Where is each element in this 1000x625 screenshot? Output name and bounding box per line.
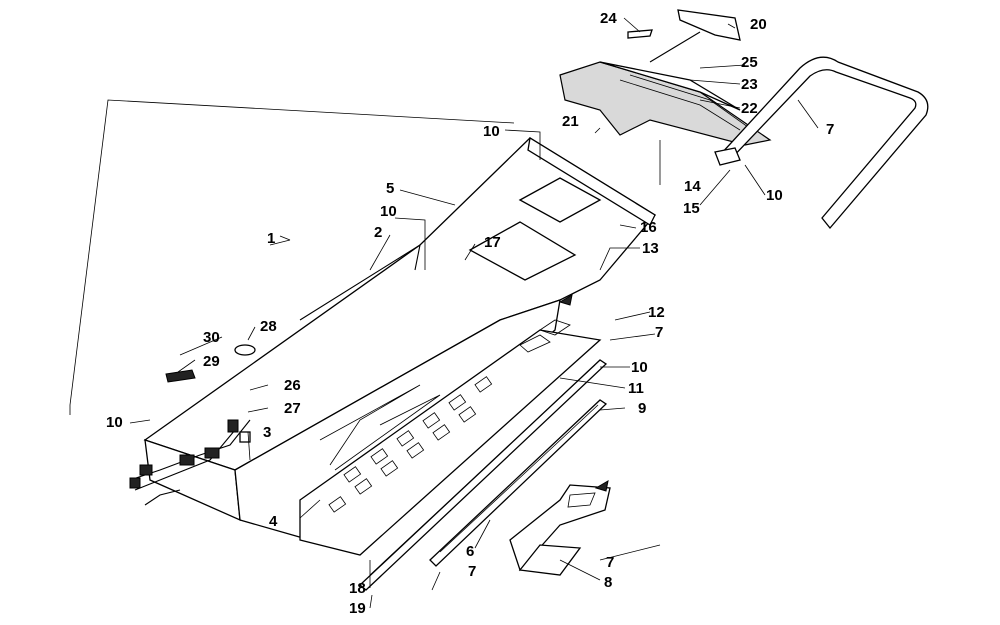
callout-14: 14 [684,178,701,195]
callout-7-rear: 7 [606,554,614,571]
callout-7-bottom: 7 [468,563,476,580]
callout-12: 12 [648,304,665,321]
callout-7-rail: 7 [655,324,663,341]
side-rails [359,359,608,591]
callout-16: 16 [640,219,657,236]
callout-8: 8 [604,574,612,591]
callout-7-grab-bar: 7 [826,121,834,138]
callout-15: 15 [683,200,700,217]
callout-20: 20 [750,16,767,33]
callout-3: 3 [263,424,271,441]
callout-10-top: 10 [483,123,500,140]
leader-lines [129,17,819,609]
callout-29: 29 [203,353,220,370]
callout-30: 30 [203,329,220,346]
assembly-bracket [69,99,515,415]
callout-21: 21 [562,113,579,130]
callout-26: 26 [284,377,301,394]
visor [627,9,741,63]
callout-11: 11 [628,380,644,397]
callout-24: 24 [600,10,617,27]
callout-1: 1 [267,230,275,247]
callout-17: 17 [484,234,501,251]
small-parts [165,344,256,383]
callout-28: 28 [260,318,277,335]
callout-19: 19 [349,600,366,617]
seat-console [559,61,772,146]
callout-10-rail: 10 [631,359,648,376]
rear-bracket [509,484,611,576]
callout-5: 5 [386,180,394,197]
arrow-markers [558,294,609,492]
callout-25: 25 [741,54,758,71]
callout-9: 9 [638,400,646,417]
callout-2: 2 [374,224,382,241]
callout-6: 6 [466,543,474,560]
callout-4: 4 [269,513,278,530]
callout-22: 22 [741,100,758,117]
callout-23: 23 [741,76,758,93]
grab-bar [714,56,929,230]
callout-10-right: 10 [766,187,783,204]
wiring-harness [129,419,251,506]
callout-13: 13 [642,240,659,257]
callout-18: 18 [349,580,366,597]
callout-10-left: 10 [380,203,397,220]
callout-labels: 1 2 3 4 5 6 7 7 7 7 8 9 10 10 10 10 10 1… [106,10,834,617]
tunnel-top-deck [143,136,656,541]
running-board [299,319,602,556]
callout-27: 27 [284,400,301,417]
callout-10-front: 10 [106,414,123,431]
